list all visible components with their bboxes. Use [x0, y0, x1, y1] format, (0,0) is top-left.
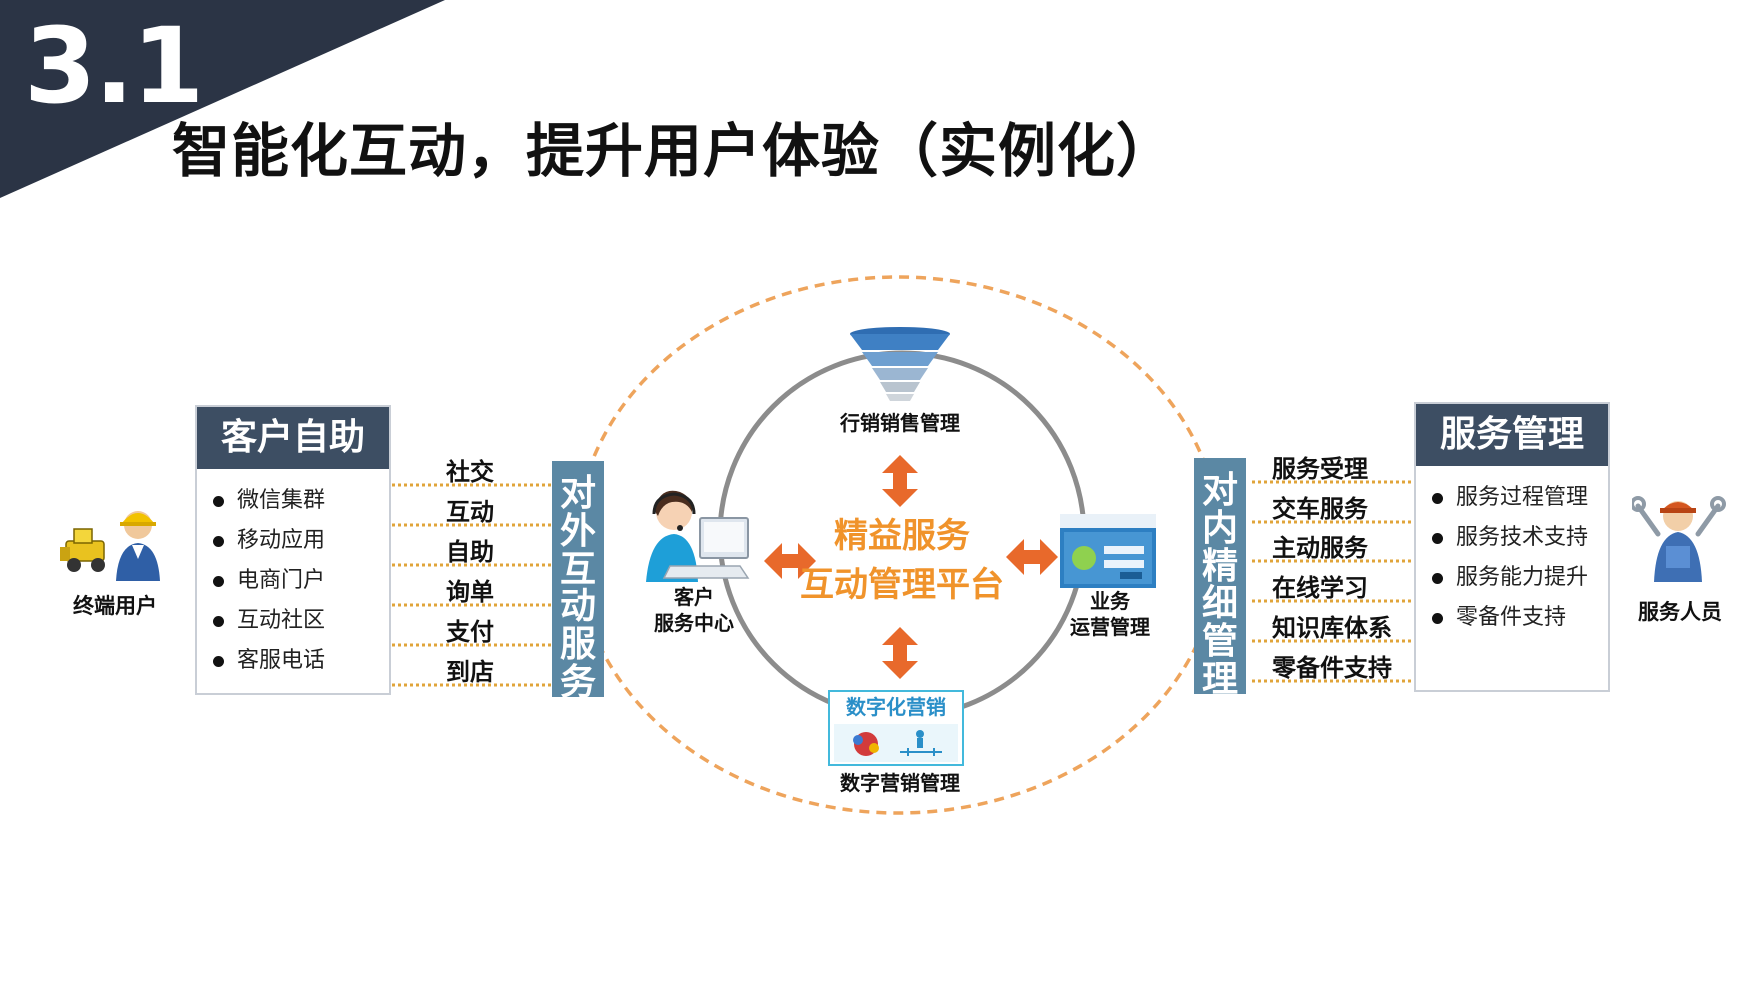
worker-with-bulldozer-icon	[60, 503, 170, 583]
page-title: 智能化互动，提升用户体验（实例化）	[172, 117, 1176, 185]
list-item: 服务能力提升	[1416, 558, 1608, 598]
horizontal-double-arrow-icon	[1006, 538, 1058, 576]
list-item: 电商门户	[197, 561, 389, 601]
left-channel-lines	[392, 483, 552, 687]
customer-service-agent-icon	[640, 484, 752, 582]
management-item: 知识库体系	[1272, 614, 1392, 642]
operations-software-window-icon	[1060, 514, 1156, 588]
customer-service-center-label: 客户 服务中心	[654, 585, 734, 635]
service-management-box: 服务管理 服务过程管理 服务技术支持 服务能力提升 零备件支持	[1414, 402, 1610, 692]
management-item: 服务受理	[1272, 455, 1368, 483]
sales-funnel-icon	[848, 326, 952, 402]
management-item: 零备件支持	[1272, 654, 1392, 682]
internal-management-label: 对内精细管理	[1201, 470, 1238, 700]
channel-label: 询单	[446, 578, 494, 606]
list-item: 零备件支持	[1416, 598, 1608, 638]
channel-label: 自助	[446, 538, 494, 566]
external-interaction-label: 对外互动服务	[559, 473, 596, 703]
list-item: 客服电话	[197, 641, 389, 681]
vertical-double-arrow-icon	[880, 455, 920, 507]
sales-management-label: 行销销售管理	[840, 411, 960, 435]
list-item: 服务技术支持	[1416, 518, 1608, 558]
digital-marketing-card: 数字化营销	[828, 690, 964, 766]
service-staff-label: 服务人员	[1638, 600, 1722, 624]
right-management-lines	[1252, 480, 1414, 683]
vertical-double-arrow-icon	[880, 627, 920, 679]
management-item: 交车服务	[1272, 495, 1368, 523]
section-number: 3.1	[24, 5, 204, 127]
self-service-box: 客户自助 微信集群 移动应用 电商门户 互动社区 客服电话	[195, 405, 391, 695]
channel-label: 到店	[446, 658, 494, 686]
operations-management-label: 业务 运营管理	[1070, 589, 1150, 639]
list-item: 互动社区	[197, 601, 389, 641]
channel-label: 支付	[446, 618, 494, 646]
service-management-list: 服务过程管理 服务技术支持 服务能力提升 零备件支持	[1416, 466, 1608, 638]
management-item: 在线学习	[1272, 574, 1368, 602]
digital-marketing-icon	[830, 722, 962, 764]
channel-label: 社交	[446, 458, 494, 486]
internal-management-bar: 对内精细管理	[1194, 458, 1246, 698]
mechanic-with-wrenches-icon	[1630, 490, 1728, 586]
external-interaction-bar: 对外互动服务	[552, 461, 604, 701]
self-service-title: 客户自助	[197, 407, 389, 469]
list-item: 移动应用	[197, 521, 389, 561]
list-item: 服务过程管理	[1416, 478, 1608, 518]
self-service-list: 微信集群 移动应用 电商门户 互动社区 客服电话	[197, 469, 389, 681]
platform-line-1: 精益服务	[834, 516, 970, 556]
service-management-title: 服务管理	[1416, 404, 1608, 466]
digital-marketing-management-label: 数字营销管理	[840, 771, 960, 795]
management-item: 主动服务	[1272, 534, 1368, 562]
platform-line-2: 互动管理平台	[800, 565, 1004, 606]
channel-label: 互动	[446, 498, 494, 526]
end-user-label: 终端用户	[73, 594, 157, 618]
corner-banner	[0, 0, 445, 198]
platform-title: 精益服务 互动管理平台	[782, 512, 1022, 611]
digital-marketing-card-title: 数字化营销	[846, 695, 946, 719]
list-item: 微信集群	[197, 481, 389, 521]
horizontal-double-arrow-icon	[764, 542, 816, 580]
